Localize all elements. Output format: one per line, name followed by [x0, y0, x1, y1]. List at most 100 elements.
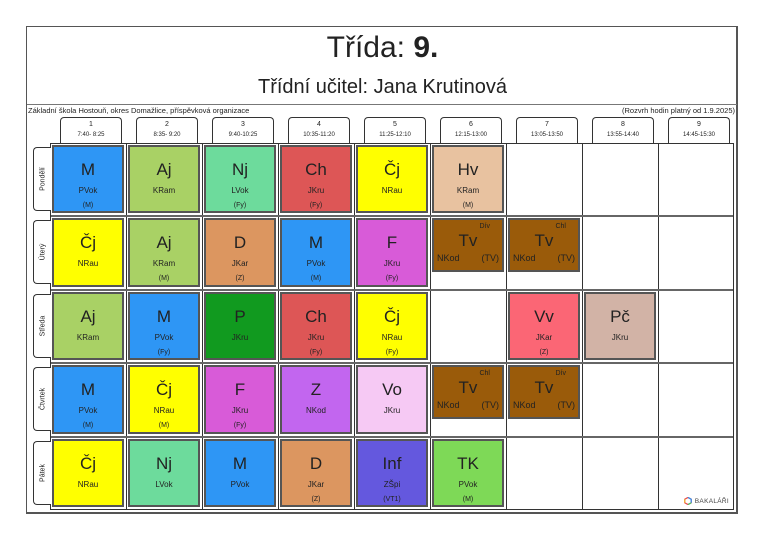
teacher: JKru: [307, 332, 325, 342]
teacher: KRam: [152, 259, 176, 269]
page-title: Třída: 9.: [0, 28, 765, 68]
teacher: JKar: [231, 259, 249, 269]
day-label-2: Středa: [33, 293, 51, 358]
subject: Aj: [156, 160, 172, 179]
teacher: KRam: [76, 332, 100, 342]
grid-column-divider: [430, 144, 431, 509]
teacher: NRau: [77, 259, 99, 269]
room: (TV): [557, 253, 576, 264]
room: (Fy): [233, 202, 247, 209]
subject: Tv: [534, 378, 554, 398]
period-number: 2: [165, 121, 169, 128]
teacher: NKod: [437, 400, 460, 411]
subject: Z: [310, 380, 322, 400]
lesson-cell[interactable]: Z NKod: [280, 365, 352, 434]
grid-column-divider: [202, 144, 203, 509]
room: (Fy): [233, 422, 247, 430]
period-time: 10:35-11:20: [303, 132, 335, 138]
title-prefix: Třída:: [326, 31, 414, 64]
subject: F: [234, 380, 246, 400]
room: (Z): [235, 275, 245, 283]
day-name: Pátek: [39, 463, 46, 482]
subject: Inf: [382, 453, 402, 473]
subject: M: [156, 306, 172, 326]
room: (TV): [481, 400, 500, 411]
subject: Čj: [155, 380, 173, 400]
day-name: Čtvrtek: [39, 388, 46, 411]
subject: Čj: [79, 233, 97, 253]
room: (M): [158, 422, 170, 430]
room: (M): [462, 202, 474, 209]
grid-column-divider: [582, 144, 583, 509]
school-name: Základní škola Hostouň, okres Domažlice,…: [28, 106, 250, 115]
period-number: 8: [621, 121, 625, 128]
teacher: NKod: [437, 253, 460, 264]
room: (M): [310, 275, 322, 283]
class-teacher: Třídní učitel: Jana Krutinová: [257, 76, 507, 98]
group-label: Dív: [479, 223, 491, 231]
teacher: PVok: [78, 186, 98, 195]
subject: Tv: [458, 378, 478, 398]
period-time: 9:40-10:25: [228, 132, 258, 138]
grid-column-divider: [126, 144, 127, 509]
validity-note: (Rozvrh hodin platný od 1.9.2025): [622, 106, 735, 115]
subject: D: [309, 453, 323, 473]
subject: Pč: [610, 306, 630, 326]
grid-column-divider: [658, 144, 659, 509]
teacher: NKod: [513, 253, 536, 264]
teacher: JKru: [231, 332, 249, 342]
subject: Ch: [305, 306, 327, 326]
teacher: NRau: [381, 186, 403, 195]
header-divider: [27, 104, 737, 105]
subject: TK: [457, 453, 479, 473]
teacher: NKod: [305, 406, 326, 416]
subject: M: [80, 380, 96, 400]
period-number: 1: [89, 121, 93, 128]
room: (Fy): [309, 202, 323, 209]
teacher: LVok: [155, 479, 173, 489]
day-name: Pondělí: [39, 167, 46, 191]
teacher: JKru: [307, 186, 325, 195]
grid-row-divider: [51, 288, 733, 291]
subject: Nj: [231, 160, 249, 179]
subject: F: [386, 233, 398, 253]
